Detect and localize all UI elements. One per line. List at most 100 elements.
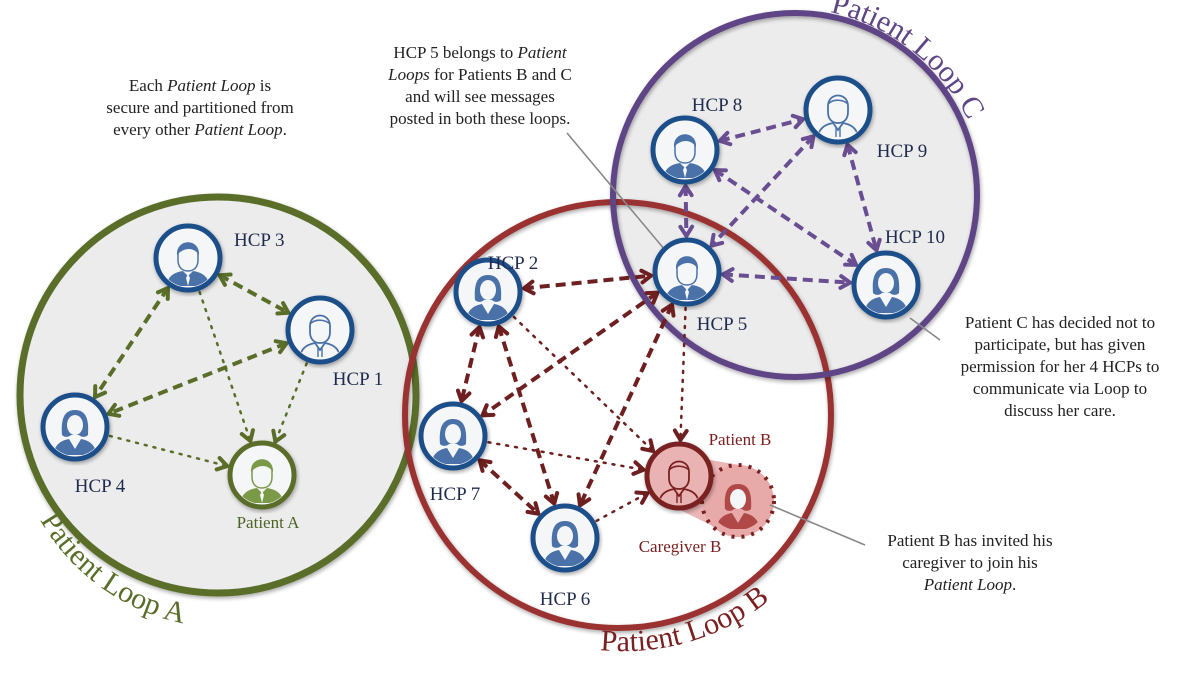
- arrowhead-icon: [273, 339, 289, 355]
- note-text: for Patients B and C: [429, 65, 572, 84]
- dashed-link-line: [218, 273, 290, 315]
- arrowhead-icon: [214, 456, 230, 472]
- note-text-italic: Patient: [517, 43, 567, 62]
- arrowhead-icon: [631, 460, 646, 476]
- note-text: caregiver to join his: [902, 553, 1038, 572]
- node-hcp8[interactable]: [650, 115, 720, 185]
- note-patient-b: Patient B has invited his caregiver to j…: [860, 530, 1080, 596]
- node-hcp4[interactable]: [40, 392, 110, 462]
- connection-hcp1-patientA: [271, 362, 308, 444]
- node-label-hcp10: HCP 10: [885, 227, 945, 248]
- note-text: communicate via Loop to: [972, 379, 1148, 398]
- dashed-link-line: [496, 325, 557, 505]
- arrowhead-icon: [576, 492, 592, 508]
- note-text-italic: Patient Loop: [194, 120, 283, 139]
- dashed-link-line: [478, 458, 540, 516]
- connection-hcp9-hcp10: [842, 142, 882, 253]
- arrowhead-icon: [842, 142, 858, 158]
- connection-hcp3-patientA: [198, 290, 255, 443]
- male-outline-icon: [658, 460, 700, 503]
- node-label-hcp1: HCP 1: [333, 369, 384, 390]
- node-hcp3[interactable]: [153, 223, 223, 293]
- dashed-link-line: [459, 326, 482, 402]
- node-hcp10[interactable]: [851, 250, 921, 320]
- arrowhead-icon: [712, 168, 728, 183]
- arrowhead-icon: [672, 428, 689, 443]
- note-patient-c: Patient C has decided not to participate…: [930, 312, 1190, 422]
- male-outline-icon: [817, 94, 859, 137]
- node-label-hcp3: HCP 3: [234, 230, 285, 251]
- male-icon: [166, 242, 210, 286]
- node-patientA[interactable]: [227, 440, 297, 510]
- note-text: Patient B has invited his: [887, 531, 1053, 550]
- node-label-patientA: Patient A: [237, 513, 301, 532]
- dotted-link-line: [487, 441, 645, 471]
- arrowhead-icon: [493, 324, 510, 339]
- node-hcp5[interactable]: [652, 237, 722, 307]
- arrowhead-icon: [455, 388, 472, 404]
- arrowhead-icon: [217, 272, 233, 287]
- connection-hcp3-hcp4: [93, 285, 170, 400]
- note-text: every other: [113, 120, 195, 139]
- loop-b-title: Patient Loop B: [600, 579, 775, 658]
- dashed-link-line: [713, 168, 858, 267]
- connection-hcp8-hcp10: [712, 168, 859, 267]
- arrowhead-icon: [640, 438, 656, 454]
- callout-line-patientc: [909, 317, 941, 341]
- node-hcp9[interactable]: [803, 75, 873, 145]
- arrowhead-icon: [717, 130, 733, 147]
- connection-hcp7-hcp6: [477, 458, 541, 516]
- note-text-italic: Patient Loop: [167, 76, 256, 95]
- male-icon: [240, 459, 284, 503]
- male-icon: [665, 256, 709, 300]
- arrowhead-icon: [639, 268, 654, 285]
- arrowhead-icon: [106, 402, 122, 418]
- node-label-hcp2: HCP 2: [488, 253, 539, 274]
- node-label-hcp8: HCP 8: [692, 95, 743, 116]
- head-outline: [309, 314, 331, 344]
- dashed-link-line: [93, 286, 170, 399]
- node-patientB[interactable]: [644, 441, 714, 511]
- node-hcp6[interactable]: [530, 503, 600, 573]
- connection-hcp5-hcp10: [720, 267, 853, 290]
- connection-hcp2-patientB: [512, 315, 656, 454]
- node-caregiverB[interactable]: [716, 484, 760, 529]
- arrowhead-icon: [838, 274, 853, 290]
- dotted-link-line: [198, 290, 252, 443]
- connection-hcp5-patientB: [672, 306, 689, 443]
- arrowhead-icon: [720, 267, 735, 283]
- dotted-link-line: [595, 491, 649, 523]
- node-hcp1[interactable]: [285, 295, 355, 365]
- arrowhead-icon: [790, 113, 806, 130]
- arrowhead-icon: [480, 403, 496, 418]
- note-text: Each: [128, 76, 168, 95]
- connection-hcp2-hcp7: [455, 324, 486, 404]
- arrowhead-icon: [660, 302, 676, 318]
- arrowhead-icon: [843, 252, 859, 267]
- connection-hcp3-hcp1: [217, 272, 291, 316]
- node-ring: [285, 295, 355, 365]
- arrowhead-icon: [634, 490, 650, 505]
- loop-c-circle: [610, 10, 980, 380]
- node-ring: [803, 75, 873, 145]
- dotted-link-line: [108, 434, 229, 468]
- note-hcp5: HCP 5 belongs to Patient Loops for Patie…: [355, 42, 605, 130]
- arrowhead-icon: [644, 290, 660, 305]
- node-label-hcp7: HCP 7: [430, 484, 481, 505]
- dashed-link-line: [523, 273, 652, 291]
- connection-hcp4-patientA: [108, 434, 230, 472]
- node-hcp2[interactable]: [453, 257, 523, 327]
- arrowhead-icon: [678, 224, 695, 239]
- note-text: participate, but has given: [974, 335, 1146, 354]
- female-icon: [431, 419, 475, 464]
- arrowhead-icon: [93, 384, 108, 400]
- node-label-caregiverB: Caregiver B: [639, 537, 722, 556]
- node-label-hcp5: HCP 5: [697, 314, 748, 335]
- connection-hcp5-hcp6: [576, 302, 676, 508]
- head-outline: [668, 460, 690, 490]
- connection-hcp6-patientB: [595, 490, 650, 523]
- dashed-link-line: [719, 117, 804, 143]
- node-label-hcp6: HCP 6: [540, 589, 591, 610]
- node-hcp7[interactable]: [418, 401, 488, 471]
